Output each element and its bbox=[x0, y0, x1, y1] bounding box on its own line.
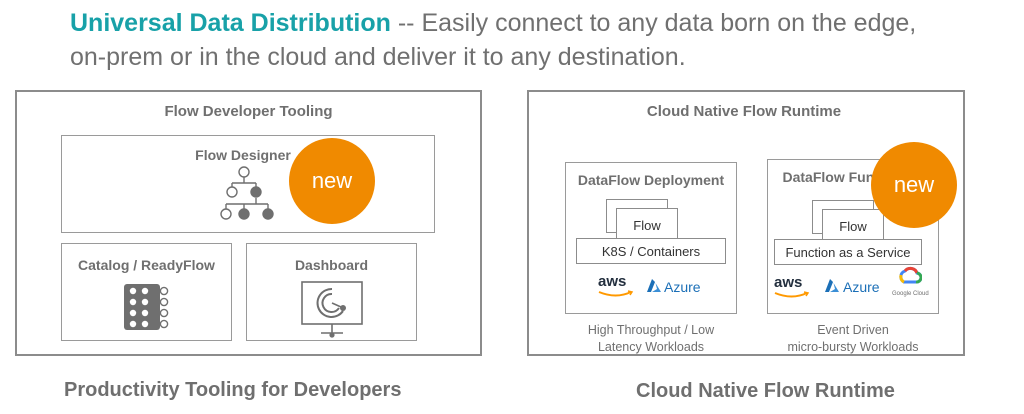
functions-caption-line-2: micro-bursty Workloads bbox=[787, 340, 919, 354]
cloud-native-flow-runtime-panel: Cloud Native Flow Runtime DataFlow Deplo… bbox=[527, 90, 965, 356]
catalog-grid-icon bbox=[124, 284, 169, 330]
flow-tree-icon bbox=[220, 166, 274, 220]
azure-icon bbox=[647, 279, 661, 292]
right-footer: Cloud Native Flow Runtime bbox=[636, 380, 895, 402]
deployment-caption-line-1: High Throughput / Low bbox=[587, 323, 715, 337]
azure-logo: Azure bbox=[664, 279, 701, 295]
headline-rest: -- Easily connect to any data born on th… bbox=[390, 9, 917, 37]
deployment-caption-line-2: Latency Workloads bbox=[597, 340, 705, 354]
new-badge: new bbox=[289, 138, 375, 224]
dashboard-box: Dashboard bbox=[246, 243, 417, 341]
functions-caption-line-1: Event Driven bbox=[817, 323, 889, 337]
azure-icon bbox=[825, 279, 839, 292]
google-cloud-icon bbox=[899, 266, 922, 284]
deployment-caption: High Throughput / Low Latency Workloads bbox=[565, 322, 737, 356]
left-footer: Productivity Tooling for Developers bbox=[64, 379, 402, 401]
aws-logo: aws bbox=[598, 273, 627, 290]
azure-logo: Azure bbox=[843, 279, 880, 295]
flow-designer-title: Flow Designer bbox=[195, 147, 291, 163]
catalog-title: Catalog / ReadyFlow bbox=[78, 257, 215, 273]
flow-card: Flow bbox=[616, 208, 678, 242]
new-badge: new bbox=[871, 142, 957, 228]
flow-designer-box: Flow Designer bbox=[61, 135, 435, 233]
headline: Universal Data Distribution -- Easily co… bbox=[70, 6, 916, 74]
dashboard-monitor-icon bbox=[301, 281, 363, 338]
functions-caption: Event Driven micro-bursty Workloads bbox=[767, 322, 939, 356]
flow-card: Flow bbox=[822, 209, 884, 243]
headline-line-2: on-prem or in the cloud and deliver it t… bbox=[70, 43, 686, 71]
catalog-readyflow-box: Catalog / ReadyFlow bbox=[61, 243, 232, 341]
panel-title: Cloud Native Flow Runtime bbox=[646, 103, 842, 120]
function-as-a-service-bar: Function as a Service bbox=[774, 239, 922, 265]
aws-smile-icon bbox=[598, 290, 634, 297]
google-cloud-logo: Google Cloud bbox=[892, 291, 929, 297]
deployment-title: DataFlow Deployment bbox=[577, 172, 725, 188]
dataflow-deployment-box: DataFlow Deployment Flow K8S / Container… bbox=[565, 162, 737, 314]
dashboard-title: Dashboard bbox=[294, 257, 369, 273]
headline-highlight: Universal Data Distribution bbox=[70, 9, 391, 37]
flow-developer-tooling-panel: Flow Developer Tooling Flow Designer bbox=[15, 90, 482, 356]
aws-smile-icon bbox=[774, 291, 810, 298]
aws-logo: aws bbox=[774, 274, 803, 291]
headline-line-1: Universal Data Distribution -- Easily co… bbox=[70, 6, 916, 40]
k8s-containers-bar: K8S / Containers bbox=[576, 238, 726, 264]
panel-title: Flow Developer Tooling bbox=[164, 103, 333, 120]
